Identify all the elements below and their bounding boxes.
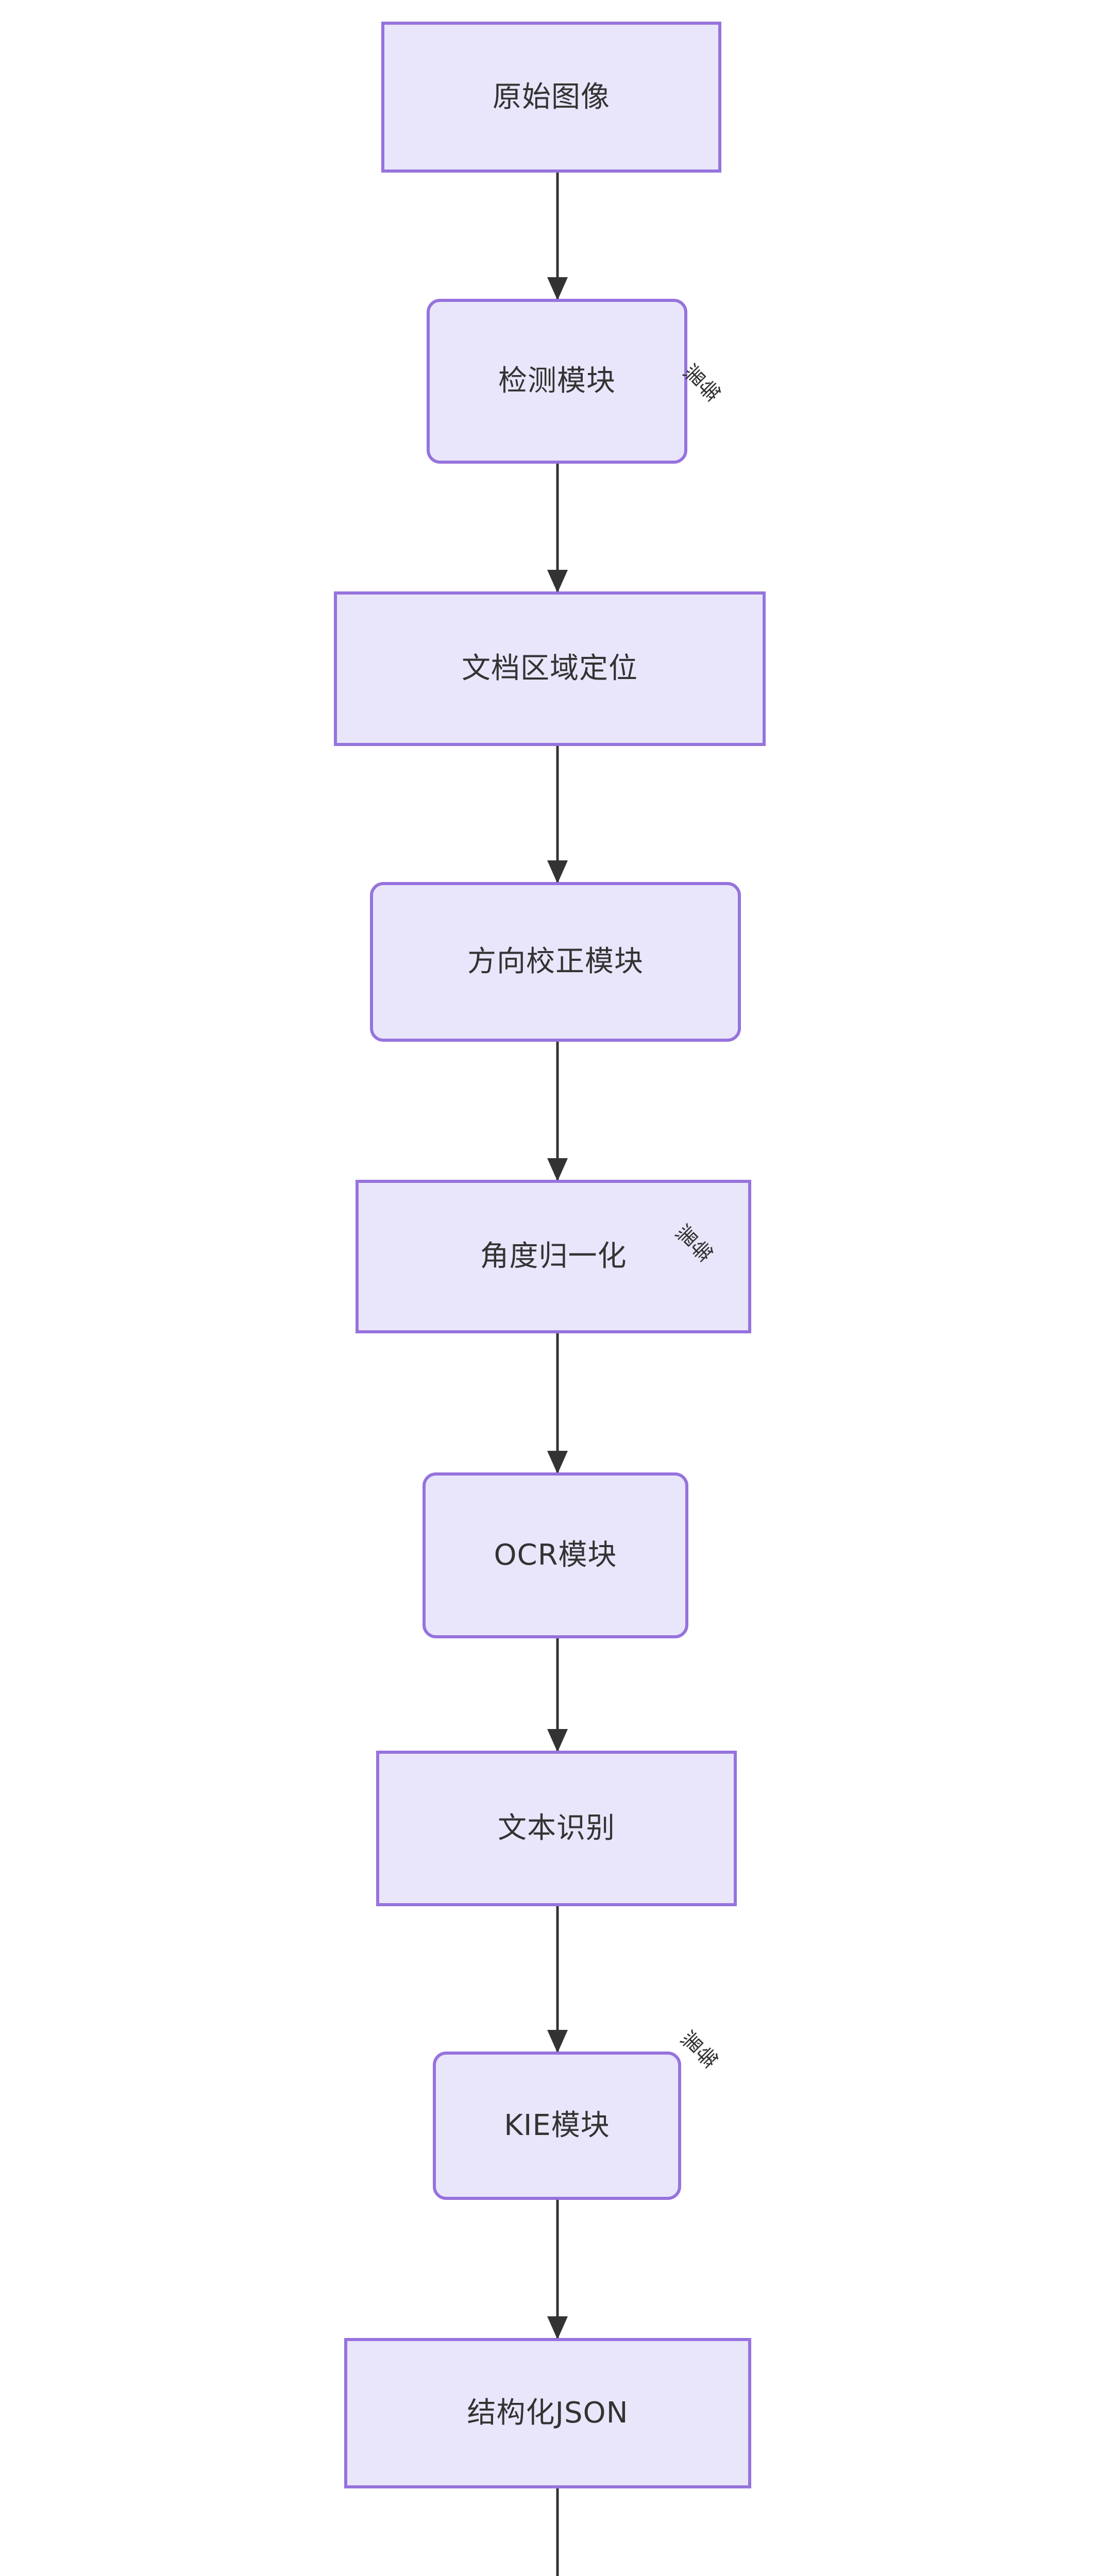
edge-label-detection: 等黑 [681,358,727,404]
node-text-recognition[interactable]: 文本识别 [376,1751,737,1906]
node-kie-module[interactable]: KIE模块 [433,2052,681,2200]
node-document-region-localization[interactable]: 文档区域定位 [334,591,766,746]
node-label-kie-module: KIE模块 [504,2109,610,2142]
node-structured-json[interactable]: 结构化JSON [344,2338,751,2488]
node-ocr-module[interactable]: OCR模块 [423,1472,688,1638]
node-label-angle-normalization: 角度归一化 [480,1240,627,1273]
node-original-image[interactable]: 原始图像 [381,22,721,173]
node-detection-module[interactable]: 检测模块 [427,299,687,464]
node-angle-normalization[interactable]: 角度归一化 [356,1180,751,1333]
edge-label-kie: 等黑 [678,2025,724,2071]
node-orientation-correction-module[interactable]: 方向校正模块 [370,882,741,1042]
node-label-original-image: 原始图像 [493,80,610,114]
node-label-ocr-module: OCR模块 [494,1538,617,1572]
node-label-document-region-localization: 文档区域定位 [462,652,638,685]
node-label-structured-json: 结构化JSON [467,2396,629,2430]
node-label-orientation-correction-module: 方向校正模块 [467,945,644,978]
node-label-detection-module: 检测模块 [498,364,616,398]
node-label-text-recognition: 文本识别 [498,1811,615,1845]
